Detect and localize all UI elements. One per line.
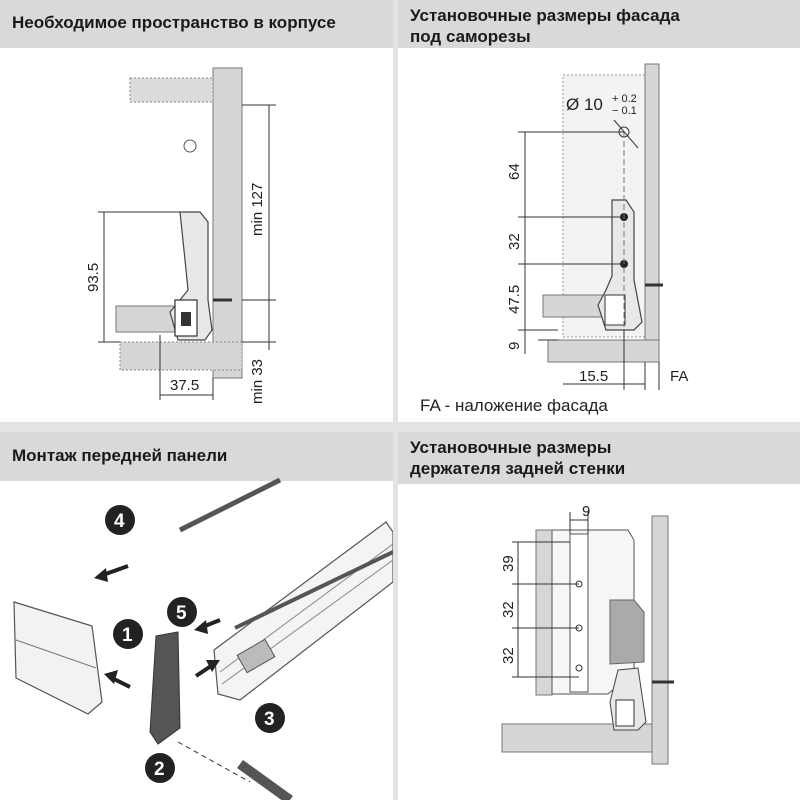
dim-39: 39 [500, 555, 517, 572]
holder-hole-3 [575, 664, 583, 672]
panel-back-holder: Установочные размеры держателя задней ст… [398, 432, 800, 800]
back-holder-drawing: 39 32 32 9 [500, 503, 674, 765]
runner-clip [604, 294, 626, 326]
dim-32-lower: 32 [500, 647, 517, 664]
panel-title-text: Монтаж передней панели [12, 446, 228, 465]
panel-cabinet-space: Необходимое пространство в корпусе min 1… [0, 0, 393, 422]
panel-title: Монтаж передней панели [0, 432, 393, 481]
bottom-panel [119, 341, 243, 371]
panel-front-mounting: Установочные размеры фасада под саморезы… [398, 0, 800, 422]
upper-shelf-outline [129, 77, 214, 103]
cabinet-space-drawing: min 127 min 33 93.5 37.5 [85, 67, 276, 404]
rod-upper [178, 477, 282, 533]
fa-note: FA - наложение фасада [420, 396, 608, 415]
panel-title: Установочные размеры держателя задней ст… [398, 432, 800, 484]
bottom-panel [547, 339, 660, 363]
panel-title-line2: держателя задней стенки [410, 459, 626, 478]
connector-piece [149, 631, 181, 745]
dim-32: 32 [506, 233, 523, 250]
step-1-label: 1 [122, 625, 133, 646]
hole-tolerance-plus: + 0.2 [612, 93, 637, 105]
hole-diameter-label: Ø 10 [566, 95, 603, 114]
step-4-label: 4 [114, 511, 125, 532]
panel-title: Необходимое пространство в корпусе [0, 0, 393, 48]
vertical-divider [393, 0, 398, 800]
step-2-label: 2 [154, 759, 165, 780]
panel-title-line1: Установочные размеры фасада [410, 6, 680, 25]
dim-9: 9 [506, 342, 523, 350]
panel-title-line2: под саморезы [410, 27, 531, 46]
dim-64: 64 [506, 163, 523, 180]
panel-title-line1: Установочные размеры [410, 438, 612, 457]
hole-tolerance-minus: − 0.1 [612, 105, 637, 117]
holder-slot [569, 533, 589, 693]
step-4-marker [105, 505, 135, 535]
cabinet-side-wall [651, 515, 669, 765]
horizontal-divider [0, 422, 800, 432]
step-5-marker [167, 597, 197, 627]
step-2-marker [145, 753, 175, 783]
cabinet-side-wall [212, 67, 243, 379]
panel-title-text: Необходимое пространство в корпусе [12, 13, 336, 32]
dim-47-5: 47.5 [506, 285, 523, 314]
dim-min127: min 127 [249, 183, 266, 236]
front-mounting-drawing: Ø 10 + 0.2 − 0.1 64 32 47.5 9 15.5 FA [506, 63, 688, 390]
drawer-rail [213, 521, 393, 701]
dim-fa: FA [670, 368, 688, 385]
cabinet-side-wall [644, 63, 660, 363]
dim-37-5: 37.5 [170, 377, 199, 394]
step-3-label: 3 [264, 709, 275, 730]
dim-min33: min 33 [249, 359, 266, 404]
front-panel-piece [13, 601, 103, 715]
assembly-drawing: 1 2 3 4 5 [13, 477, 393, 800]
holder-insert [609, 599, 645, 665]
runner-clip [615, 699, 635, 727]
drawer-bottom [115, 305, 179, 333]
step-5-label: 5 [176, 603, 187, 624]
step-1-marker [113, 619, 143, 649]
dim-15-5: 15.5 [579, 368, 608, 385]
dim-93-5: 93.5 [85, 263, 102, 292]
step-3-marker [255, 703, 285, 733]
rail-insert [236, 638, 276, 674]
dim-32-upper: 32 [500, 601, 517, 618]
rod-lower [237, 759, 293, 800]
panel-title: Установочные размеры фасада под саморезы [398, 0, 800, 48]
dim-9: 9 [582, 503, 590, 520]
rod-middle [234, 550, 393, 630]
back-wall [535, 529, 553, 696]
mounting-hole [183, 139, 197, 153]
drawer-bottom [542, 294, 604, 318]
panel-front-panel-assembly: Монтаж передней панели 1 2 3 [0, 432, 393, 800]
